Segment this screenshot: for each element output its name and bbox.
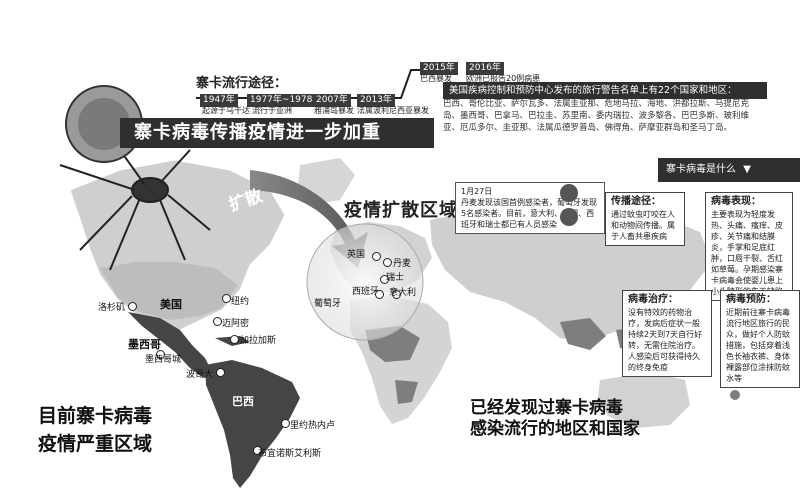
australia <box>598 372 690 428</box>
label-caracas: 加拉加斯 <box>240 336 277 346</box>
triangle-down-icon: ▼ <box>743 164 751 175</box>
label-denmark: 丹麦 <box>393 259 412 269</box>
dot-new-york <box>222 294 231 303</box>
label-miami: 迈阿密 <box>222 319 250 329</box>
person-icon <box>560 184 578 202</box>
dot-rio <box>281 419 290 428</box>
label-mexico: 墨西哥 <box>128 338 161 351</box>
treatment-box: 病毒治疗： 没有特效的药物治疗，发病后症状一般持续2天到7天自行好转，无需住院治… <box>622 290 712 377</box>
timeline-title: 寨卡流行途径： <box>196 76 288 91</box>
timeline-caption-5: 巴西暴发 <box>420 74 452 83</box>
prevention-text: 近期前往寨卡病毒流行地区旅行的民众，做好个人防蚊措施，包括穿着浅色长袖衣裤、身体… <box>726 308 790 383</box>
symptoms-box: 病毒表现： 主要表现为轻度发热、头痛、瘙痒、皮疹、关节痛和结膜炎，手掌和足底红肿… <box>705 192 793 301</box>
symptoms-text: 主要表现为轻度发热、头痛、瘙痒、皮疹、关节痛和结膜炎，手掌和足底红肿，口唇干裂、… <box>711 210 783 296</box>
dot-los-angeles <box>128 302 137 311</box>
warning-title: 美国疾病控制和预防中心发布的旅行警告名单上有22个国家和地区： <box>443 82 767 99</box>
timeline-caption-2: 流行于亚洲 <box>252 106 292 115</box>
dot-uk <box>372 252 381 261</box>
headline: 寨卡病毒传播疫情进一步加重 <box>120 118 434 148</box>
dot-buenos-aires <box>253 446 262 455</box>
label-bogota: 波哥大 <box>186 370 214 380</box>
timeline-caption-6: 欧洲已报告20例病患 <box>466 74 541 83</box>
prevention-title: 病毒预防： <box>726 294 776 305</box>
timeline-caption-1: 起源于乌干达 <box>202 106 250 115</box>
dot-italy <box>392 290 401 299</box>
dot-denmark <box>383 258 392 267</box>
timeline-year-4: 2013年 <box>357 94 395 107</box>
report-box: 1月27日 丹麦发现该国首例感染者，葡萄牙发现5名感染者。目前，意大利、英国、西… <box>455 182 605 234</box>
south-america <box>205 360 300 488</box>
mexico-shape <box>128 312 212 378</box>
timeline-year-3: 2007年 <box>313 94 351 107</box>
timeline-caption-4: 法属波利尼西亚暴发 <box>357 106 429 115</box>
label-portugal: 葡萄牙 <box>314 299 342 309</box>
found-area-label: 已经发现过寨卡病毒 感染流行的地区和国家 <box>470 398 640 439</box>
dot-bogota <box>216 368 225 377</box>
label-italy: 意大利 <box>389 288 417 298</box>
europe-magnifier <box>306 223 424 341</box>
label-mexico-city: 墨西哥城 <box>145 355 182 365</box>
prevention-box: 病毒预防： 近期前往寨卡病毒流行地区旅行的民众，做好个人防蚊措施，包括穿着浅色长… <box>720 290 800 388</box>
spread-title: 疫情扩散区域 <box>344 200 458 221</box>
label-brazil: 巴西 <box>232 395 254 408</box>
transmission-text: 通过蚊虫叮咬在人和动物间传播。属于人畜共患疾病 <box>611 210 675 241</box>
timeline-year-5: 2015年 <box>420 62 458 75</box>
dot-miami <box>213 317 222 326</box>
what-is-label: 寨卡病毒是什么 <box>666 164 736 175</box>
timeline-year-1: 1947年 <box>200 94 238 107</box>
label-spain: 西班牙 <box>352 287 380 297</box>
treatment-text: 没有特效的药物治疗，发病后症状一般持续2天到7天自行好转，无需住院治疗。人感染后… <box>628 308 703 372</box>
dot-mexico-city <box>156 350 165 359</box>
transmission-box: 传播途径： 通过蚊虫叮咬在人和动物间传播。属于人畜共患疾病 <box>605 192 685 246</box>
symptoms-title: 病毒表现： <box>711 196 761 207</box>
label-rio: 里约热内卢 <box>290 421 336 431</box>
dot-caracas <box>230 335 239 344</box>
person-icon-2 <box>560 208 578 226</box>
treatment-title: 病毒治疗： <box>628 294 678 305</box>
transmission-title: 传播途径： <box>611 196 661 207</box>
timeline-year-6: 2016年 <box>466 62 504 75</box>
label-usa: 美国 <box>160 298 182 311</box>
label-buenos-aires: 布宜诺斯艾利斯 <box>258 449 322 459</box>
label-new-york: 纽约 <box>231 297 250 307</box>
label-switzerland: 瑞士 <box>386 273 405 283</box>
what-is-banner: 寨卡病毒是什么 ▼ <box>658 158 800 182</box>
label-los-angeles: 洛杉矶 <box>98 303 126 313</box>
timeline-caption-3: 雅浦岛暴发 <box>314 106 354 115</box>
dot-spain <box>375 290 384 299</box>
severe-area-label: 目前寨卡病毒 疫情严重区域 <box>38 405 153 455</box>
timeline-year-2: 1977年~1978年 <box>247 94 325 107</box>
dot-switzerland <box>380 275 389 284</box>
label-uk: 英国 <box>347 250 366 260</box>
warning-countries: 巴西、哥伦比亚、萨尔瓦多、法属圭亚那、危地马拉、海地、洪都拉斯、马提尼克岛、墨西… <box>443 99 750 133</box>
